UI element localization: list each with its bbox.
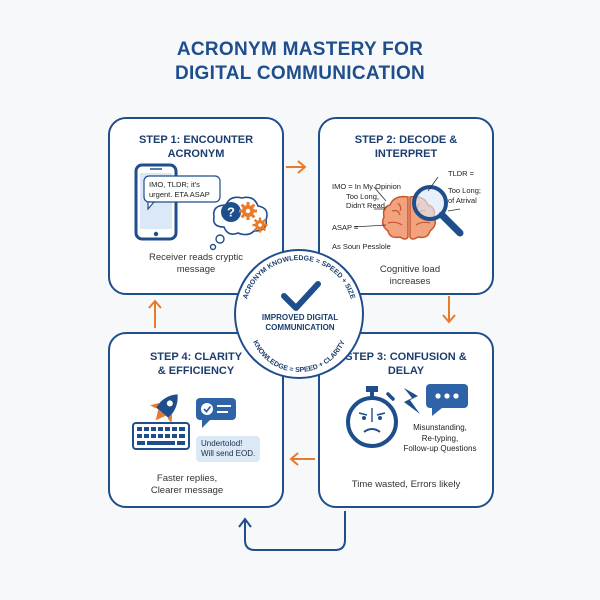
step-2-caption-line-1: Cognitive load (379, 264, 441, 275)
delay-cause-line-2: Re-typing, (421, 433, 459, 443)
delay-cause-line-1: Misunstanding, (413, 423, 467, 432)
tldr-definition: TLDR = (448, 169, 474, 179)
step-1-message: IMO, TLDR; it's urgent. ETA ASAP (149, 180, 210, 199)
step-1-title-line-1: STEP 1: ENCOUNTER (138, 134, 254, 146)
chat-bubble-icon (426, 384, 468, 416)
checkmark-icon (281, 281, 321, 311)
reply-line-1: Undertolod! (201, 439, 243, 448)
step-1-title: STEP 1: ENCOUNTER ACRONYM (110, 133, 282, 161)
step-2-title-line-1: STEP 2: DECODE & (354, 134, 458, 146)
ring-top-text: ACRONYM KNOWLEDGE = SPEED + SIZE (242, 255, 356, 300)
imo-line-2: Too Long, (346, 191, 379, 201)
lightning-icon (404, 388, 420, 414)
svg-text:?: ? (227, 205, 235, 220)
ring-bottom-text: KNOWLEDGE = SPEED + CLARITY (251, 339, 347, 374)
center-label-line-2: COMMUNICATION (265, 323, 335, 332)
step-4-caption-line-1: Faster replies, (156, 473, 218, 484)
ring-top-path: ACRONYM KNOWLEDGE = SPEED + SIZE (242, 255, 356, 300)
loop-back-arrow (238, 511, 346, 551)
arrow-step4-to-step1 (148, 299, 162, 328)
arrow-step1-to-step2 (286, 160, 307, 174)
connector-lines (353, 176, 461, 228)
center-label: IMPROVED DIGITAL COMMUNICATION (250, 313, 350, 333)
step-2-caption: Cognitive load increases (360, 264, 460, 288)
step-2-panel: STEP 2: DECODE & INTERPRET IMO = In My O… (318, 117, 494, 295)
tldr-line-1: TLDR = (448, 169, 475, 178)
tldr-meaning: Too Long; of Atrival (448, 186, 481, 205)
delay-cause-line-3: Follow-up Questions (403, 444, 477, 453)
step-4-caption-line-2: Clearer message (150, 485, 224, 496)
step-3-title-line-2: DELAY (387, 365, 425, 377)
step-1-title-line-2: ACRONYM (167, 148, 225, 160)
tldr-line-2: Too Long; (448, 186, 481, 195)
tldr-line-3: of Atrival (448, 195, 477, 205)
step-3-title: STEP 3: CONFUSION & DELAY (320, 350, 492, 378)
reply-line-2: Will send EOD. (201, 449, 256, 458)
center-label-line-1: IMPROVED DIGITAL (261, 313, 339, 322)
imo-line-3: Didn't Read. (346, 201, 388, 210)
imo-line-1: IMO = In My Opinion (332, 182, 401, 191)
step-2-title-line-2: INTERPRET (374, 148, 438, 160)
title-line-2: DIGITAL COMMUNICATION (174, 63, 426, 84)
delay-causes: Misunstanding, Re-typing, Follow-up Ques… (390, 423, 490, 455)
asap-meaning: As Soun Pesslole (332, 242, 391, 252)
step-1-caption-line-2: message (176, 264, 216, 275)
arrow-step2-to-step3 (442, 296, 456, 324)
step-2-title: STEP 2: DECODE & INTERPRET (320, 133, 492, 161)
center-hub (234, 249, 364, 379)
step-1-caption-line-1: Receiver reads cryptic (149, 252, 243, 263)
step-1-message-line-1: IMO, TLDR; it's (149, 180, 200, 189)
step-4-caption: Faster replies, Clearer message (132, 473, 242, 497)
magnifying-glass-icon (412, 185, 464, 237)
step-4-title-line-2: & EFFICIENCY (157, 365, 235, 377)
keyboard-icon (132, 422, 190, 450)
step-3-title-line-1: STEP 3: CONFUSION & (345, 351, 467, 363)
step-1-caption: Receiver reads cryptic message (110, 252, 282, 276)
gear-icon (239, 202, 268, 233)
arrow-step3-to-step4 (289, 452, 315, 466)
check-chat-icon (196, 398, 236, 428)
step-3-panel: STEP 3: CONFUSION & DELAY Misunstanding,… (318, 332, 494, 508)
diagram-title: ACRONYM MASTERY FOR DIGITAL COMMUNICATIO… (0, 38, 600, 86)
asap-line-1: ASAP = (332, 223, 359, 232)
title-line-1: ACRONYM MASTERY FOR (176, 39, 424, 60)
question-mark-icon: ? (221, 202, 241, 222)
stopwatch-icon (346, 386, 398, 448)
step-4-title-line-1: STEP 4: CLARITY (149, 351, 243, 363)
step-4-title: STEP 4: CLARITY & EFFICIENCY (110, 350, 282, 378)
step-2-caption-line-2: increases (389, 276, 431, 287)
reply-message-bubble: Undertolod! Will send EOD. (196, 436, 261, 462)
step-3-caption: Time wasted, Errors likely (351, 479, 461, 490)
ring-bottom-path: KNOWLEDGE = SPEED + CLARITY (251, 339, 347, 374)
message-bubble-icon (143, 175, 221, 211)
asap-definition: ASAP = (332, 223, 358, 233)
rocket-icon (150, 394, 178, 424)
imo-definition: IMO = In My Opinion Too Long, Didn't Rea… (332, 182, 401, 211)
step-1-message-line-2: urgent. ETA ASAP (149, 189, 210, 199)
step-4-panel: STEP 4: CLARITY & EFFICIENCY Undertolod!… (108, 332, 284, 508)
asap-line-2: As Soun Pesslole (332, 242, 391, 251)
